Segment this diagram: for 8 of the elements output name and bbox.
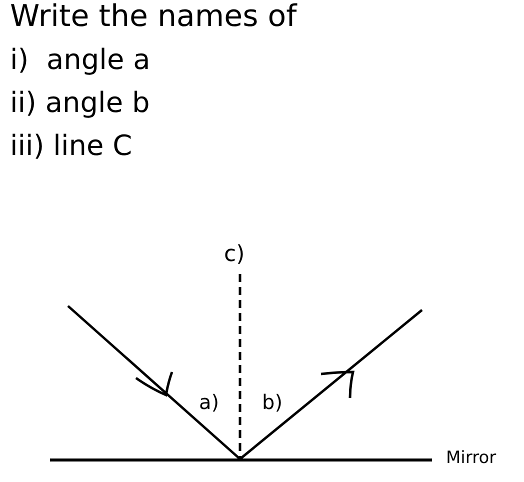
list-item: i) angle a bbox=[10, 46, 150, 74]
handwritten-label: c) bbox=[224, 244, 245, 266]
mirror-label: Mirror bbox=[446, 450, 496, 467]
list-item: iii) line C bbox=[10, 132, 132, 160]
question-heading: Write the names of bbox=[10, 2, 297, 32]
handwritten-label: b) bbox=[262, 392, 282, 412]
list-item: ii) angle b bbox=[10, 89, 150, 117]
handwritten-label: a) bbox=[199, 392, 220, 412]
